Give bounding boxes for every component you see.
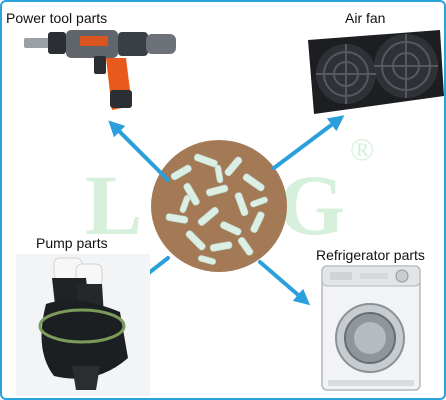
arrow-to-refrigerator — [258, 260, 311, 306]
air-fan-shroud-icon — [308, 30, 444, 114]
label-refrigerator-parts: Refrigerator parts — [316, 247, 425, 263]
washing-machine-icon — [321, 265, 421, 391]
power-drill-icon — [24, 30, 176, 110]
arrow-to-power-tool — [108, 120, 170, 182]
label-pump-parts: Pump parts — [36, 235, 108, 251]
label-air-fan: Air fan — [345, 10, 386, 26]
pellets-icon — [151, 140, 287, 272]
arrow-to-air-fan — [272, 115, 345, 170]
label-power-tool-parts: Power tool parts — [6, 10, 108, 26]
pump-part-icon — [16, 254, 150, 396]
